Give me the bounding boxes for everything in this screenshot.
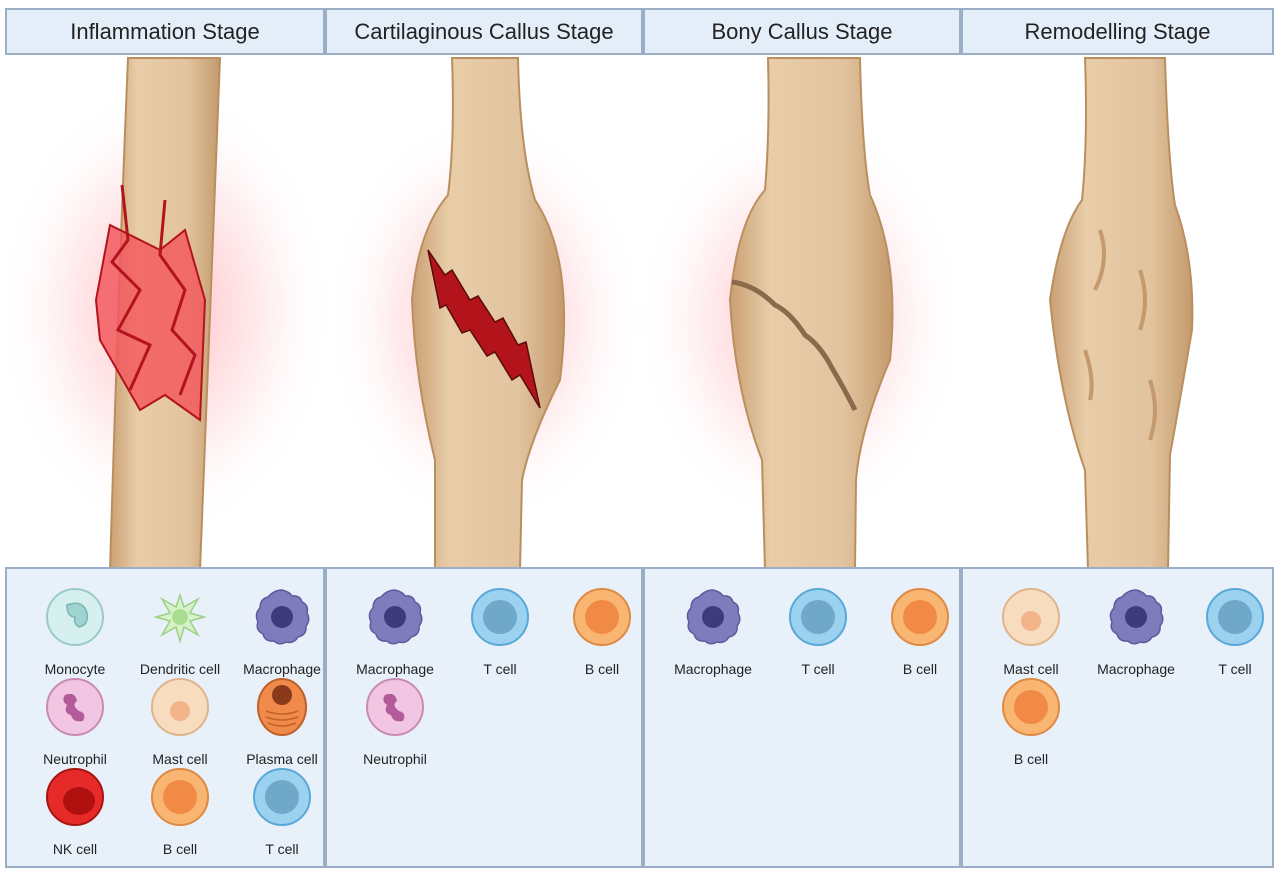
- inflammation-bone-illustration: [0, 58, 335, 570]
- cell-label: Macrophage: [653, 661, 773, 677]
- stage-title: Bony Callus Stage: [712, 19, 893, 45]
- cell-label: Plasma cell: [222, 751, 342, 767]
- bony-callus-bone-illustration: [635, 58, 965, 570]
- cell-item: T cell: [768, 587, 868, 677]
- cell-item: Mast cell: [981, 587, 1081, 677]
- cell-item: B cell: [981, 677, 1081, 767]
- cell-item: Macrophage: [345, 587, 445, 677]
- tcell-cell-icon: [470, 587, 530, 647]
- cell-label: Monocyte: [15, 661, 135, 677]
- cell-item: Monocyte: [25, 587, 125, 677]
- mast-cell-icon: [150, 677, 210, 737]
- cell-item: B cell: [870, 587, 970, 677]
- cell-item: Neutrophil: [25, 677, 125, 767]
- cell-item: Mast cell: [130, 677, 230, 767]
- tcell-cell-icon: [1205, 587, 1265, 647]
- cell-item: Macrophage: [663, 587, 763, 677]
- stage-title: Remodelling Stage: [1025, 19, 1211, 45]
- cell-item: Dendritic cell: [130, 587, 230, 677]
- stage-header-remodelling: Remodelling Stage: [961, 8, 1274, 55]
- cell-label: Neutrophil: [15, 751, 135, 767]
- macrophage-cell-icon: [252, 587, 312, 647]
- cell-item: Plasma cell: [232, 677, 332, 767]
- tcell-cell-icon: [252, 767, 312, 827]
- cell-label: Macrophage: [222, 661, 342, 677]
- cell-item: B cell: [130, 767, 230, 857]
- stage-header-inflammation: Inflammation Stage: [5, 8, 325, 55]
- cell-item: T cell: [232, 767, 332, 857]
- mast-cell-icon: [1001, 587, 1061, 647]
- macrophage-cell-icon: [1106, 587, 1166, 647]
- neutrophil-cell-icon: [365, 677, 425, 737]
- cell-label: B cell: [971, 751, 1091, 767]
- cell-item: Neutrophil: [345, 677, 445, 767]
- cell-item: NK cell: [25, 767, 125, 857]
- macrophage-cell-icon: [365, 587, 425, 647]
- stage-title: Cartilaginous Callus Stage: [354, 19, 613, 45]
- stage-header-cartilaginous-callus: Cartilaginous Callus Stage: [325, 8, 643, 55]
- remodelling-bone-illustration: [1050, 58, 1192, 570]
- cartilaginous-callus-bone-illustration: [325, 58, 645, 570]
- cell-item: T cell: [450, 587, 550, 677]
- cell-label: Mast cell: [971, 661, 1091, 677]
- bcell-cell-icon: [890, 587, 950, 647]
- cell-label: T cell: [222, 841, 342, 857]
- cell-label: T cell: [1175, 661, 1279, 677]
- neutrophil-cell-icon: [45, 677, 105, 737]
- macrophage-cell-icon: [683, 587, 743, 647]
- monocyte-cell-icon: [45, 587, 105, 647]
- cell-label: Neutrophil: [335, 751, 455, 767]
- cell-label: Macrophage: [335, 661, 455, 677]
- bcell-cell-icon: [1001, 677, 1061, 737]
- stage-header-bony-callus: Bony Callus Stage: [643, 8, 961, 55]
- cell-item: T cell: [1185, 587, 1279, 677]
- cell-item: Macrophage: [232, 587, 332, 677]
- tcell-cell-icon: [788, 587, 848, 647]
- bcell-cell-icon: [150, 767, 210, 827]
- bcell-cell-icon: [572, 587, 632, 647]
- cell-item: Macrophage: [1086, 587, 1186, 677]
- cell-label: NK cell: [15, 841, 135, 857]
- plasma-cell-icon: [252, 677, 312, 737]
- nk-cell-icon: [45, 767, 105, 827]
- remodelled-bone: [1050, 58, 1192, 570]
- cell-item: B cell: [552, 587, 652, 677]
- stage-title: Inflammation Stage: [70, 19, 260, 45]
- dendritic-cell-icon: [150, 587, 210, 647]
